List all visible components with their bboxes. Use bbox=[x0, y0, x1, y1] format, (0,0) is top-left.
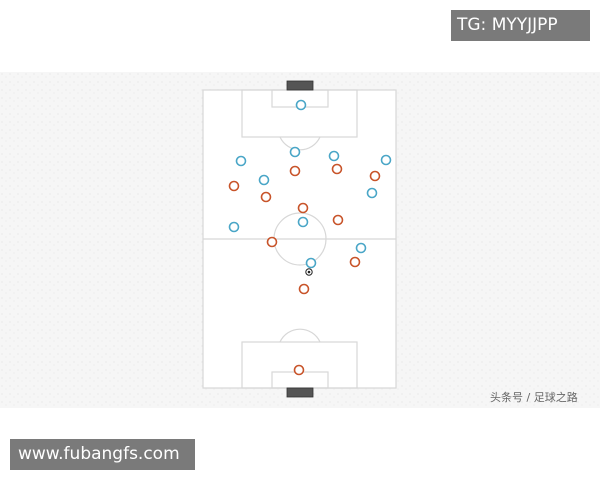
blue-player-p6 bbox=[366, 187, 378, 199]
blue-player-p7 bbox=[228, 221, 240, 233]
players-layer bbox=[228, 99, 392, 376]
goal-bottom bbox=[286, 387, 314, 398]
red-player-r5 bbox=[260, 191, 272, 203]
ball-icon bbox=[305, 268, 313, 276]
red-player-r1 bbox=[228, 180, 240, 192]
red-player-r10 bbox=[298, 283, 310, 295]
red-player-r6 bbox=[297, 202, 309, 214]
blue-player-p4 bbox=[380, 154, 392, 166]
red-player-r2 bbox=[289, 165, 301, 177]
blue-player-p3 bbox=[328, 150, 340, 162]
red-player-r8 bbox=[266, 236, 278, 248]
blue-player-gk bbox=[295, 99, 307, 111]
blue-player-p1 bbox=[235, 155, 247, 167]
source-credit: 头条号 / 足球之路 bbox=[490, 391, 578, 404]
penalty-arc-top bbox=[279, 136, 321, 151]
blue-player-p10 bbox=[305, 257, 317, 269]
blue-player-p5 bbox=[258, 174, 270, 186]
blue-player-p2 bbox=[289, 146, 301, 158]
blue-player-p9 bbox=[355, 242, 367, 254]
pitch bbox=[202, 89, 397, 389]
red-player-gk bbox=[293, 364, 305, 376]
red-player-r3 bbox=[331, 163, 343, 175]
red-player-r4 bbox=[369, 170, 381, 182]
website-watermark: www.fubangfs.com bbox=[10, 439, 195, 470]
penalty-arc-bottom bbox=[279, 328, 321, 343]
telegram-watermark: TG: MYYJJPP bbox=[451, 10, 590, 41]
goal-top bbox=[286, 80, 314, 91]
blue-player-p8 bbox=[297, 216, 309, 228]
red-player-r9 bbox=[349, 256, 361, 268]
red-player-r7 bbox=[332, 214, 344, 226]
